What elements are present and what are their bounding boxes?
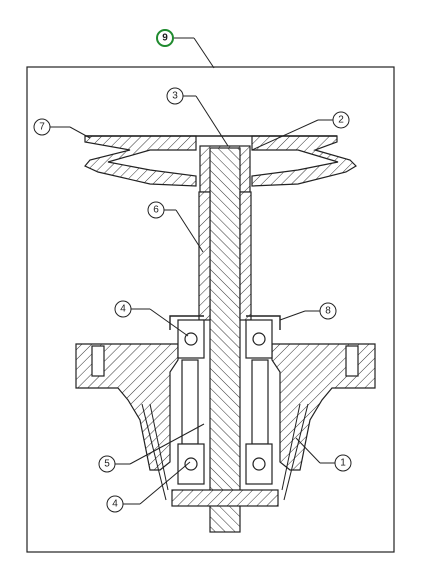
callout-8-label: 8 (325, 306, 331, 317)
callout-5-label: 5 (104, 459, 110, 470)
callout-4-lower: 4 (106, 461, 191, 513)
callout-7: 7 (33, 118, 91, 139)
callout-4a-label: 4 (120, 304, 126, 315)
assembly-label: 9 (162, 33, 168, 44)
callout-8: 8 (279, 302, 337, 321)
callout-7-label: 7 (39, 122, 45, 133)
pulley (84, 135, 357, 187)
assembly-callout: 9 (156, 29, 215, 69)
callout-4-upper: 4 (114, 300, 189, 337)
callout-3-label: 3 (172, 91, 178, 102)
callout-2-label: 2 (338, 115, 344, 126)
bearing-seal (169, 315, 281, 330)
callout-5: 5 (98, 423, 205, 473)
spindle-shaft (209, 147, 241, 533)
callout-3: 3 (166, 87, 229, 147)
callout-6-label: 6 (153, 205, 159, 216)
lower-bearing (177, 443, 273, 485)
spindle-housing (75, 343, 376, 507)
callout-1-label: 1 (340, 458, 346, 469)
callout-6: 6 (147, 201, 204, 253)
callout-4b-label: 4 (112, 499, 118, 510)
callout-1: 1 (295, 437, 352, 472)
drawing-frame (26, 66, 395, 553)
callout-2: 2 (251, 111, 350, 151)
assembly-badge (156, 29, 174, 47)
